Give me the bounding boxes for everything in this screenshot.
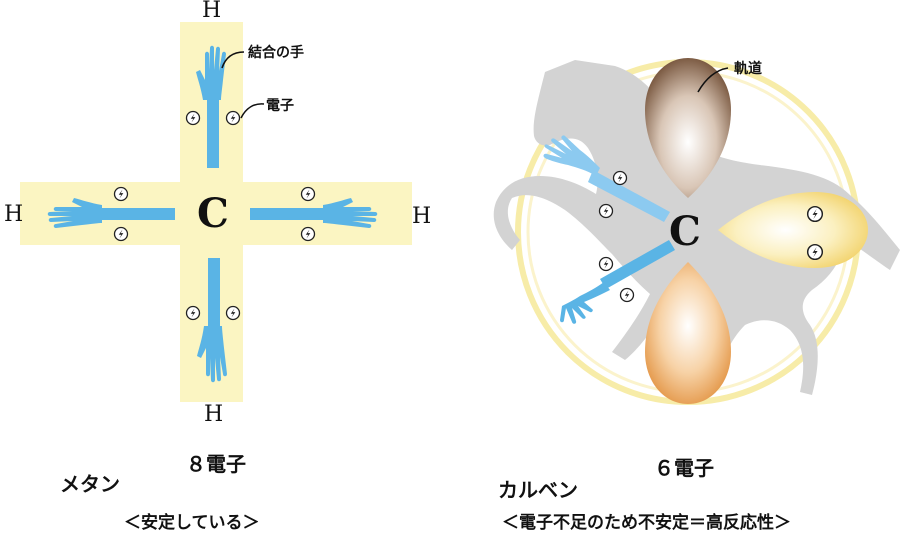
callout-line-orbital — [697, 67, 729, 93]
atom-c-carbene: C — [669, 208, 701, 255]
electron-icon — [225, 110, 241, 126]
electron-icon — [806, 205, 824, 223]
electron-icon — [619, 287, 635, 303]
orbital-top — [645, 58, 731, 198]
electron-icon — [185, 305, 201, 321]
carbene-arm-lower — [560, 240, 675, 324]
atom-c-methane: C — [197, 190, 229, 237]
atom-h-bottom: H — [204, 402, 224, 427]
electron-icon — [598, 203, 614, 219]
orbital-right — [718, 192, 868, 268]
callout-bond-hand: 結合の手 — [248, 45, 304, 61]
bond-arm-top — [196, 45, 226, 168]
callout-line-electron — [240, 103, 265, 119]
electron-icon — [185, 110, 201, 126]
horse-silhouette — [493, 60, 900, 395]
methane-description: ＜安定している＞ — [124, 513, 260, 533]
atom-h-top: H — [202, 0, 222, 23]
electron-icon — [300, 226, 316, 242]
callout-line-bond — [221, 51, 245, 69]
carbene-diagram — [493, 58, 900, 405]
electron-icon — [113, 226, 129, 242]
orbital-bottom — [645, 262, 731, 404]
electron-icon — [598, 256, 614, 272]
atom-h-right: H — [412, 204, 432, 229]
bond-arm-right — [250, 198, 378, 228]
bond-arm-bottom — [197, 258, 227, 383]
methane-name: メタン — [60, 472, 120, 496]
carbene-description: ＜電子不足のため不安定＝高反応性＞ — [502, 513, 791, 533]
electron-icon — [612, 170, 628, 186]
bond-arm-left — [47, 198, 175, 228]
carbene-name: カルベン — [498, 478, 578, 502]
carbene-electron-count: ６電子 — [654, 456, 714, 480]
atom-h-left: H — [4, 202, 24, 227]
carbene-arm-upper — [543, 135, 670, 222]
electron-icon — [300, 186, 316, 202]
methane-diagram — [20, 22, 412, 402]
electron-icon — [225, 305, 241, 321]
callout-orbital: 軌道 — [734, 61, 762, 77]
callout-electron: 電子 — [266, 98, 294, 114]
electron-icon — [806, 243, 824, 261]
methane-electron-count: ８電子 — [186, 452, 246, 476]
electron-icon — [113, 186, 129, 202]
